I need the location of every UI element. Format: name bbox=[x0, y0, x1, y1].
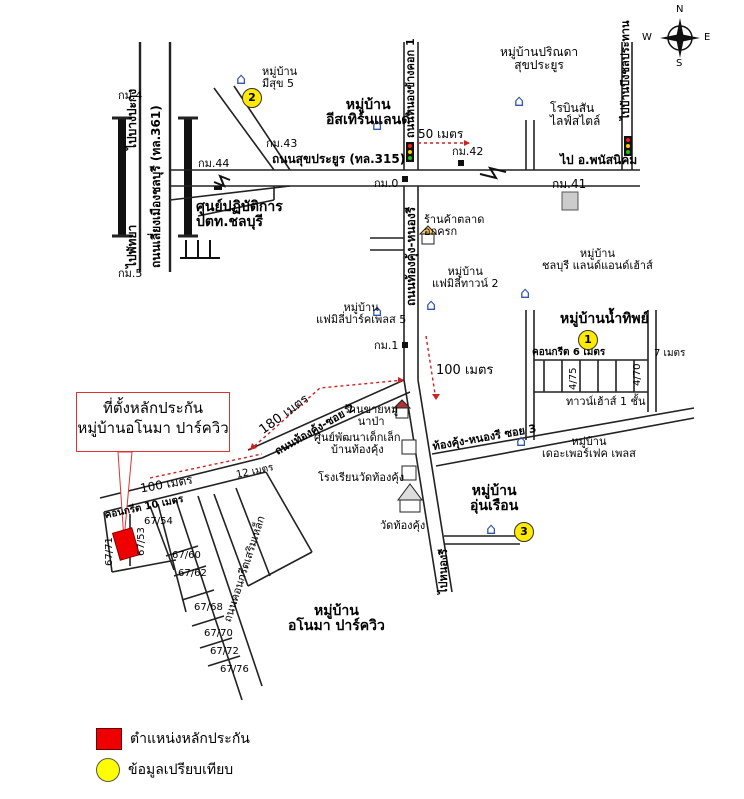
km-4: กม.4 bbox=[118, 89, 143, 102]
plot-67-72: 67/72 bbox=[210, 646, 239, 657]
nam-thip-townhouse: ทาวน์เฮ้าส์ 1 ชั้น bbox=[566, 395, 646, 408]
collateral-callout: ที่ตั้งหลักประกัน หมู่บ้านอโนมา ปาร์ควิว bbox=[76, 392, 230, 452]
village-the-perfect: หมู่บ้าน เดอะเพอร์เฟค เพลส bbox=[542, 435, 636, 461]
compass-e: E bbox=[704, 32, 711, 43]
plot-67-62: 67/62 bbox=[178, 568, 207, 579]
house-icon: ⌂ bbox=[520, 283, 531, 302]
road-thong-khung-label: ถนนท้องคุ้ง-หนองรี bbox=[404, 206, 418, 306]
pork-shop: ร้านขายหมู นาป่า bbox=[344, 403, 399, 429]
house-icon: ⌂ bbox=[514, 91, 525, 110]
village-family-park5: หมู่บ้าน แฟมิลี่ปาร์คเพลส 5 bbox=[316, 301, 407, 327]
road-bypass-label: ถนนเลี่ยงเมืองชลบุรี (ทล.361) bbox=[149, 105, 163, 268]
km-0: กม.0 bbox=[374, 177, 399, 190]
road-pattaya-label: ไปพัทยา bbox=[125, 224, 139, 268]
nam-thip-concrete-road: คอนกรีต 6 เมตร bbox=[532, 347, 606, 358]
plot-67-71: 67/71 bbox=[104, 537, 115, 566]
compass-n: N bbox=[676, 4, 684, 15]
legend-comparison-label: ข้อมูลเปรียบเทียบ bbox=[128, 762, 234, 778]
plot-67-53: 67/53 bbox=[136, 527, 147, 556]
village-parinda: หมู่บ้านปริณดา สุขประยูร bbox=[500, 45, 579, 73]
km-5: กม.5 bbox=[118, 267, 143, 280]
km-1: กม.1 bbox=[374, 339, 399, 352]
nam-thip-lane-7m: 7 เมตร bbox=[654, 348, 686, 359]
comparison-marker-3: 3 bbox=[514, 522, 534, 542]
temple-label: วัดท้องคุ้ง bbox=[380, 519, 426, 532]
distance-50m: 50 เมตร bbox=[418, 127, 464, 141]
child-center: ศูนย์พัฒนาเด็กเล็ก บ้านท้องคุ้ง bbox=[314, 431, 401, 457]
house-icon: ⌂ bbox=[372, 115, 383, 134]
legend-collateral-label: ตำแหน่งหลักประกัน bbox=[130, 731, 250, 747]
school-label: โรงเรียนวัดท้องคุ้ง bbox=[318, 471, 405, 484]
comparison-marker-1: 1 bbox=[578, 330, 598, 350]
road-bangsaen-label: ไปบ้านบึงชลประทาน bbox=[619, 20, 632, 121]
plot-67-54: 67/54 bbox=[144, 516, 173, 527]
plot-67-60: 67/60 bbox=[172, 550, 201, 561]
km-44: กม.44 bbox=[198, 157, 230, 170]
legend-yellow-circle-icon bbox=[96, 758, 120, 782]
house-icon: ⌂ bbox=[516, 431, 527, 450]
market-label: ร้านค้าตลาด อกครก bbox=[424, 213, 485, 239]
plot-4-70: 4/70 bbox=[632, 363, 643, 386]
km-41: กม.41 bbox=[552, 177, 587, 191]
collateral-callout-text: ที่ตั้งหลักประกัน หมู่บ้านอโนมา ปาร์ควิว bbox=[77, 399, 229, 438]
comparison-marker-2: 2 bbox=[242, 88, 262, 108]
village-eastern-land: หมู่บ้าน อีสเทิร์นแลนด์ bbox=[326, 97, 411, 129]
village-family-town2: หมู่บ้าน แฟมิลี่ทาวน์ 2 bbox=[432, 265, 499, 291]
house-icon: ⌂ bbox=[486, 519, 497, 538]
compass: N S W E bbox=[642, 4, 711, 69]
legend-comparison: ข้อมูลเปรียบเทียบ bbox=[96, 758, 233, 782]
house-icon: ⌂ bbox=[426, 295, 437, 314]
plot-67-70: 67/70 bbox=[204, 628, 233, 639]
village-mi-suk: หมู่บ้าน มีสุข 5 bbox=[262, 65, 298, 91]
village-chonburi-land: หมู่บ้าน ชลบุรี แลนด์แอนด์เฮ้าส์ bbox=[542, 247, 653, 273]
compass-rose-icon bbox=[660, 18, 700, 58]
plot-4-75: 4/75 bbox=[568, 367, 579, 390]
compass-w: W bbox=[642, 32, 652, 43]
legend-red-square-icon bbox=[96, 728, 122, 750]
village-nam-thip: หมู่บ้านน้ำทิพย์ bbox=[560, 311, 649, 327]
plot-67-68: 67/68 bbox=[194, 602, 223, 613]
road-phanat-label: ไป อ.พนัสนิคม bbox=[560, 153, 638, 167]
robinson-lifestyle: โรบินสัน ไลฟ์สไตล์ bbox=[550, 101, 601, 129]
road-sukhumvit-label: ถนนสุขประยูร (ทล.315) bbox=[272, 152, 406, 166]
legend-collateral: ตำแหน่งหลักประกัน bbox=[96, 728, 250, 750]
village-onuma: หมู่บ้าน อโนมา ปาร์ควิว bbox=[288, 603, 385, 635]
house-icon: ⌂ bbox=[372, 301, 383, 320]
km-42: กม.42 bbox=[452, 145, 484, 158]
plot-67-76: 67/76 bbox=[220, 664, 249, 675]
village-un-ruean: หมู่บ้าน อุ่นเรือน bbox=[470, 483, 519, 515]
ptt-center: ศูนย์ปฏิบัติการ ปตท.ชลบุรี bbox=[196, 199, 283, 231]
house-icon: ⌂ bbox=[236, 69, 247, 88]
compass-s: S bbox=[676, 58, 683, 69]
road-nong-ri-label: ไปหนองรี bbox=[437, 548, 450, 594]
km-43: กม.43 bbox=[266, 137, 298, 150]
distance-100m-a: 100 เมตร bbox=[436, 363, 494, 378]
